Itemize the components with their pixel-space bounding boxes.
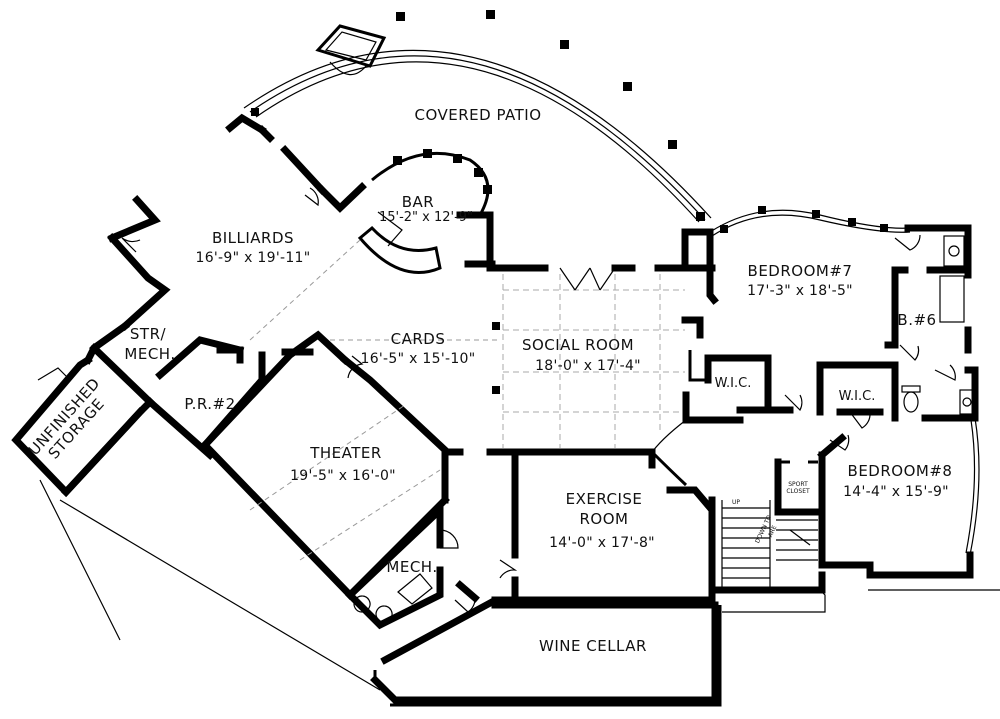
- covered-patio-arc: [243, 49, 712, 223]
- cards-dims: 16'-5" x 15'-10": [360, 351, 475, 367]
- theater-label: THEATER: [309, 444, 382, 462]
- bath6-label: B.#6: [897, 311, 936, 329]
- interior-walls: [89, 330, 826, 707]
- exercise-dims: 14'-0" x 17'-8": [549, 535, 655, 551]
- patio-posts: [251, 10, 705, 221]
- wic-left-label: W.I.C.: [715, 376, 752, 391]
- str-mech-label-2: MECH.: [124, 345, 175, 363]
- bedroom7-dims: 17'-3" x 18'-5": [747, 283, 853, 299]
- str-mech-label-1: STR/: [130, 325, 167, 343]
- billiards-dims: 16'-9" x 19'-11": [195, 250, 310, 266]
- social-room-columns: [492, 322, 500, 394]
- sport-closet-label-1: SPORT: [788, 481, 808, 488]
- bedroom8-dims: 14'-4" x 15'-9": [843, 484, 949, 500]
- bedroom-wing-walls: [682, 206, 980, 579]
- social-room-dims: 18'-0" x 17'-4": [535, 358, 641, 374]
- bar-dims: 15'-2" x 12'-9": [379, 210, 473, 225]
- bar-counter: [357, 149, 492, 274]
- sport-closet-label-2: CLOSET: [786, 488, 810, 495]
- wine-cellar-label: WINE CELLAR: [539, 637, 647, 655]
- mech-label: MECH.: [386, 558, 437, 576]
- cards-label: CARDS: [391, 330, 446, 348]
- social-room-grid: [249, 239, 685, 448]
- bedroom8-label: BEDROOM#8: [848, 462, 953, 480]
- site-lines: [39, 479, 1000, 691]
- stair-down-label-2: ARE: [767, 524, 779, 538]
- room-labels: COVERED PATIO BAR 15'-2" x 12'-9" BILLIA…: [25, 106, 953, 655]
- exercise-label-2: ROOM: [580, 510, 629, 528]
- stair-up-label: UP: [732, 499, 740, 506]
- exterior-walls: [11, 113, 532, 498]
- bath-fixtures: [901, 235, 975, 415]
- exercise-label-1: EXERCISE: [566, 490, 643, 508]
- wic-right-label: W.I.C.: [839, 389, 876, 404]
- bedroom7-label: BEDROOM#7: [748, 262, 853, 280]
- fireplace-icon: [315, 24, 387, 76]
- powder-room-label: P.R.#2: [184, 395, 235, 413]
- billiards-label: BILLIARDS: [212, 229, 294, 247]
- theater-dims: 19'-5" x 16'-0": [290, 468, 396, 484]
- door-swings: [37, 187, 956, 613]
- social-room-label: SOCIAL ROOM: [522, 336, 634, 354]
- bar-label: BAR: [402, 193, 434, 211]
- covered-patio-label: COVERED PATIO: [414, 106, 541, 124]
